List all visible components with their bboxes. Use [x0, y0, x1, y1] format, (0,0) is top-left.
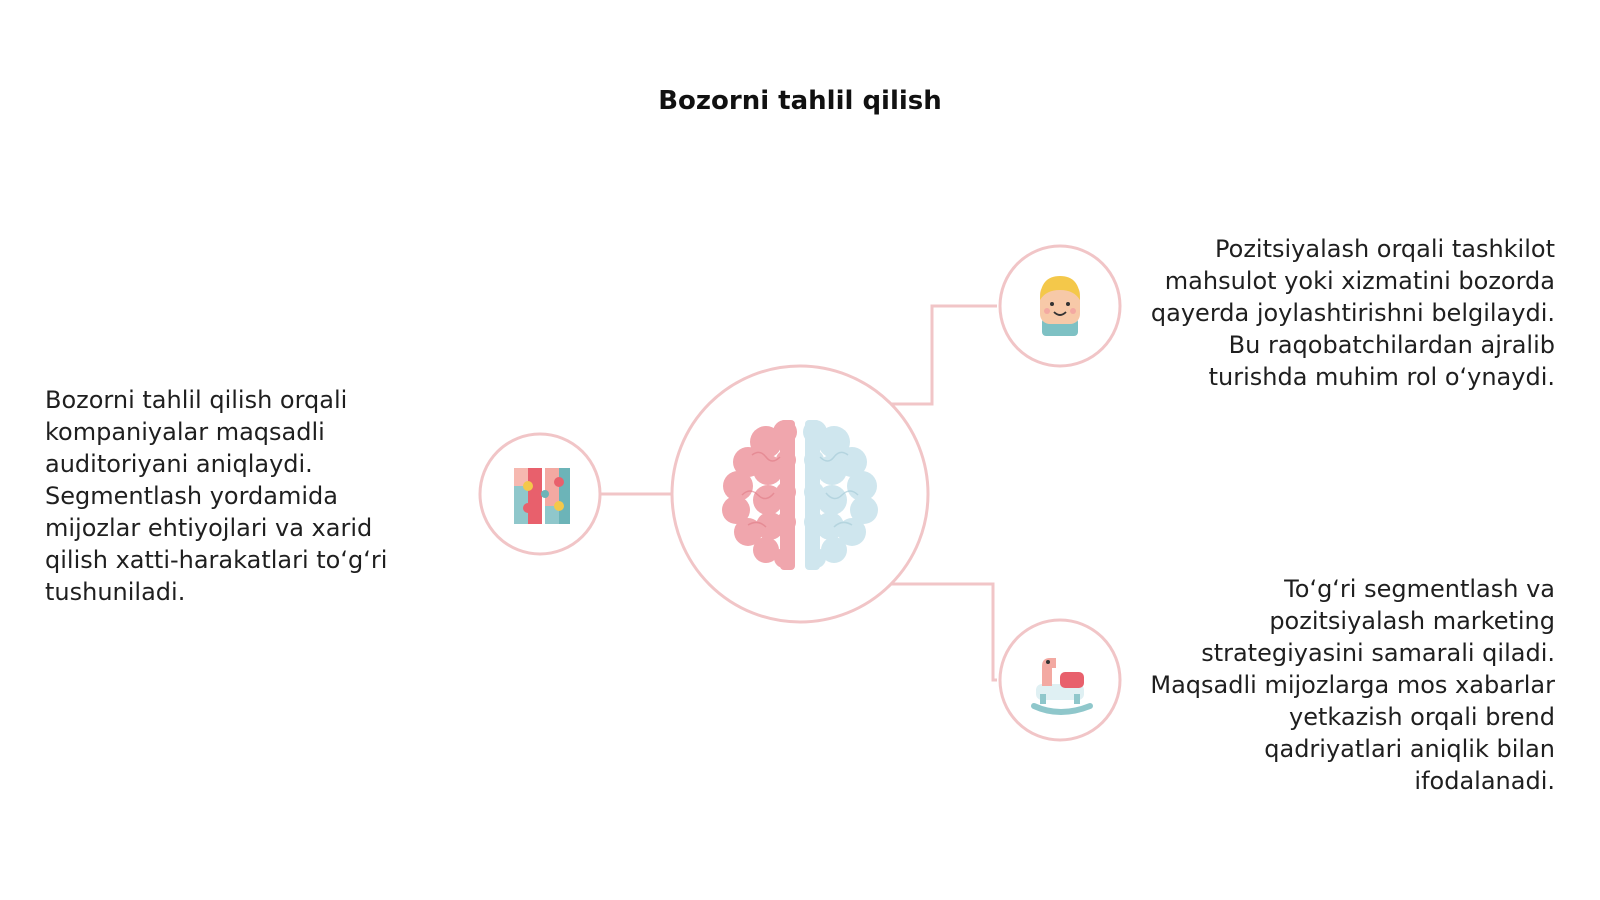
- child-face-icon: [1040, 276, 1080, 336]
- top-right-node-text: Pozitsiyalash orqali tashkilot mahsulot …: [1150, 235, 1555, 391]
- connector-lines: [600, 304, 997, 682]
- center-node: [670, 364, 930, 624]
- connector-top-right: [888, 304, 997, 406]
- connector-bottom-right: [888, 582, 997, 682]
- brain-icon: [722, 418, 878, 570]
- top-right-node: [998, 244, 1122, 368]
- left-node: [478, 432, 602, 556]
- puzzle-icon: [514, 468, 570, 524]
- page-title: Bozorni tahlil qilish: [658, 86, 942, 116]
- rocking-horse-icon: [1031, 658, 1093, 715]
- bottom-right-node: [998, 618, 1122, 742]
- bottom-right-node-text: To‘g‘ri segmentlash va pozitsiyalash mar…: [1150, 575, 1555, 795]
- left-node-text: Bozorni tahlil qilish orqali kompaniyala…: [45, 386, 388, 606]
